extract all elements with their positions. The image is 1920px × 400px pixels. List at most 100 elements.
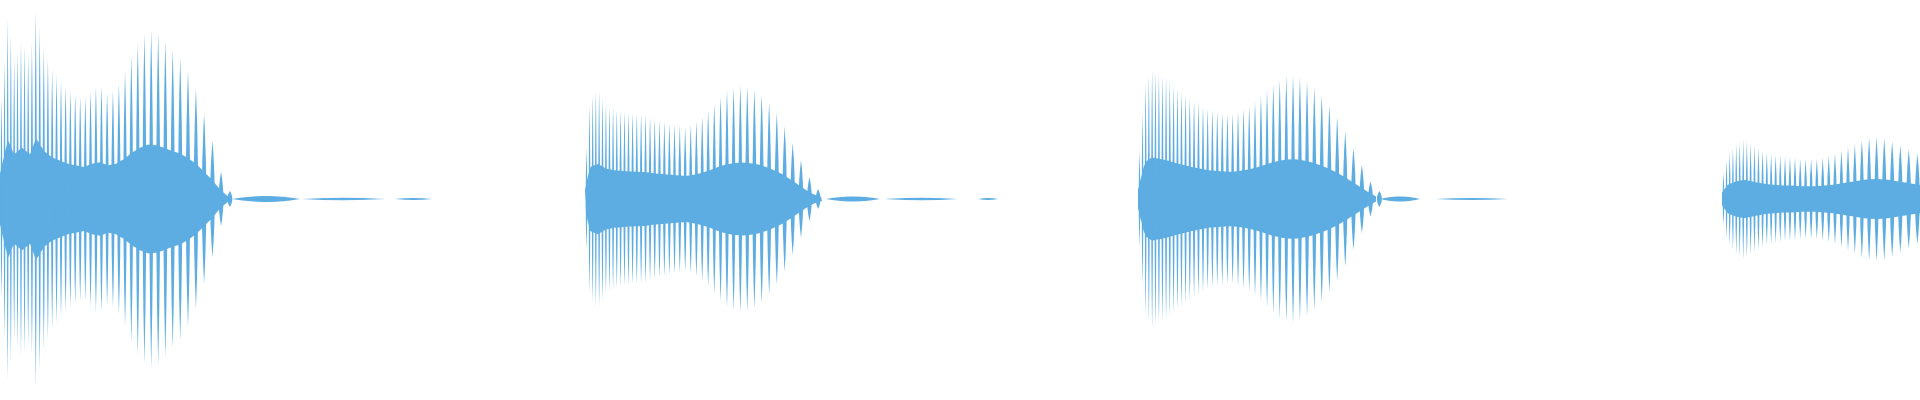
waveform-cycle bbox=[790, 142, 795, 256]
waveform-tail bbox=[1435, 198, 1508, 200]
waveform-cycle bbox=[639, 114, 643, 284]
waveform-cycle bbox=[6, 18, 9, 380]
waveform-cycle bbox=[1172, 84, 1175, 314]
waveform-cycle bbox=[653, 119, 656, 279]
waveform-cycle bbox=[9, 35, 12, 363]
waveform-cycle bbox=[42, 47, 45, 351]
waveform-cycle bbox=[1277, 79, 1282, 319]
waveform-cycle bbox=[1914, 153, 1920, 245]
waveform-cycle bbox=[227, 191, 233, 207]
waveform-cycle bbox=[1188, 97, 1191, 301]
waveform-cycle bbox=[689, 124, 693, 274]
waveform-cycle bbox=[142, 33, 147, 365]
waveform-cycle bbox=[1138, 150, 1141, 248]
waveform-cycle bbox=[27, 54, 30, 344]
waveform-cycle bbox=[648, 117, 652, 281]
waveform-tail bbox=[302, 197, 385, 201]
waveform-cycle bbox=[1821, 157, 1825, 241]
waveform-cycle bbox=[644, 114, 647, 284]
waveform-cycle bbox=[73, 93, 77, 305]
waveform-cycle bbox=[1271, 84, 1276, 314]
audio-clip-3[interactable] bbox=[1138, 69, 1508, 329]
waveform-cycle bbox=[1368, 181, 1373, 217]
waveform-layer bbox=[0, 11, 1920, 387]
waveform-cycle bbox=[1192, 100, 1196, 298]
waveform-cycle bbox=[1312, 87, 1317, 311]
waveform-cycle bbox=[34, 11, 37, 387]
waveform-cycle bbox=[1141, 113, 1144, 285]
waveform-cycle bbox=[1180, 91, 1183, 307]
waveform-cycle bbox=[1154, 71, 1157, 327]
waveform-cycle bbox=[1176, 88, 1179, 310]
waveform-cycle bbox=[1215, 111, 1219, 287]
waveform-cycle bbox=[798, 160, 804, 238]
waveform-cycle bbox=[1722, 172, 1725, 226]
waveform-cycle bbox=[1833, 153, 1837, 245]
waveform-cycle bbox=[731, 87, 736, 311]
waveform-cycle bbox=[210, 140, 215, 258]
waveform-cycle bbox=[598, 91, 601, 307]
waveform-cycle bbox=[718, 96, 723, 302]
waveform-cycle bbox=[1889, 141, 1895, 257]
waveform-cycle bbox=[64, 86, 67, 312]
waveform-tail bbox=[978, 198, 998, 200]
waveform-cycle bbox=[585, 148, 588, 250]
waveform-cycle bbox=[1798, 159, 1802, 239]
waveform-cycle bbox=[1788, 157, 1792, 241]
waveform-cycle bbox=[608, 106, 611, 292]
waveform-cycle bbox=[673, 124, 676, 274]
waveform-cycle bbox=[46, 58, 50, 340]
audio-clip-2[interactable] bbox=[585, 85, 998, 313]
waveform-cycle bbox=[807, 177, 812, 221]
waveform-cycle bbox=[759, 94, 764, 304]
waveform-cycle bbox=[767, 102, 772, 296]
waveform-cycle bbox=[117, 83, 121, 315]
waveform-cycle bbox=[1327, 105, 1332, 293]
waveform-tail bbox=[1380, 196, 1420, 202]
waveform-cycle bbox=[1253, 101, 1257, 297]
waveform-cycle bbox=[163, 40, 168, 358]
waveform-cycle bbox=[1774, 154, 1777, 244]
waveform-cycle bbox=[170, 49, 175, 349]
waveform-cycle bbox=[1753, 145, 1756, 253]
waveform-cycle bbox=[1265, 89, 1269, 309]
waveform-cycle bbox=[69, 90, 72, 308]
waveform-cycle bbox=[745, 86, 750, 312]
waveform-cycle bbox=[55, 74, 58, 324]
waveform-cycle bbox=[1247, 106, 1251, 292]
waveform-cycle bbox=[1225, 113, 1229, 285]
waveform-cycle bbox=[815, 189, 821, 209]
waveform-cycle bbox=[1874, 137, 1879, 261]
waveform-cycle bbox=[1749, 143, 1752, 255]
waveform-cycle bbox=[1376, 191, 1382, 207]
audio-clip-4[interactable] bbox=[1722, 137, 1920, 261]
waveform-cycle bbox=[178, 57, 183, 341]
waveform-cycle bbox=[1804, 159, 1808, 239]
waveform-cycle bbox=[1769, 153, 1773, 245]
waveform-cycle bbox=[1305, 81, 1310, 317]
waveform-tail bbox=[885, 197, 958, 201]
waveform-cycle bbox=[1765, 152, 1768, 246]
waveform-cycle bbox=[601, 97, 604, 301]
waveform-cycle bbox=[129, 55, 134, 343]
waveform-cycle bbox=[1732, 147, 1734, 251]
waveform-cycle bbox=[683, 126, 687, 272]
waveform-cycle bbox=[1809, 159, 1813, 239]
waveform-cycle bbox=[667, 122, 671, 276]
waveform-tail bbox=[395, 198, 432, 200]
waveform-cycle bbox=[1206, 108, 1209, 290]
waveform-cycle bbox=[23, 45, 26, 353]
waveform-cycle bbox=[1783, 157, 1787, 241]
waveform-cycle bbox=[615, 109, 618, 289]
waveform-cycle bbox=[1236, 111, 1240, 287]
waveform-cycle bbox=[1165, 77, 1168, 321]
waveform-cycle bbox=[218, 171, 224, 227]
waveform-cycle bbox=[1867, 137, 1872, 261]
audio-clip-1[interactable] bbox=[0, 11, 432, 387]
waveform-cycle bbox=[752, 89, 757, 309]
waveform-cycle bbox=[30, 43, 33, 355]
waveform-cycle bbox=[1846, 146, 1850, 252]
waveform-cycle bbox=[1738, 141, 1741, 257]
